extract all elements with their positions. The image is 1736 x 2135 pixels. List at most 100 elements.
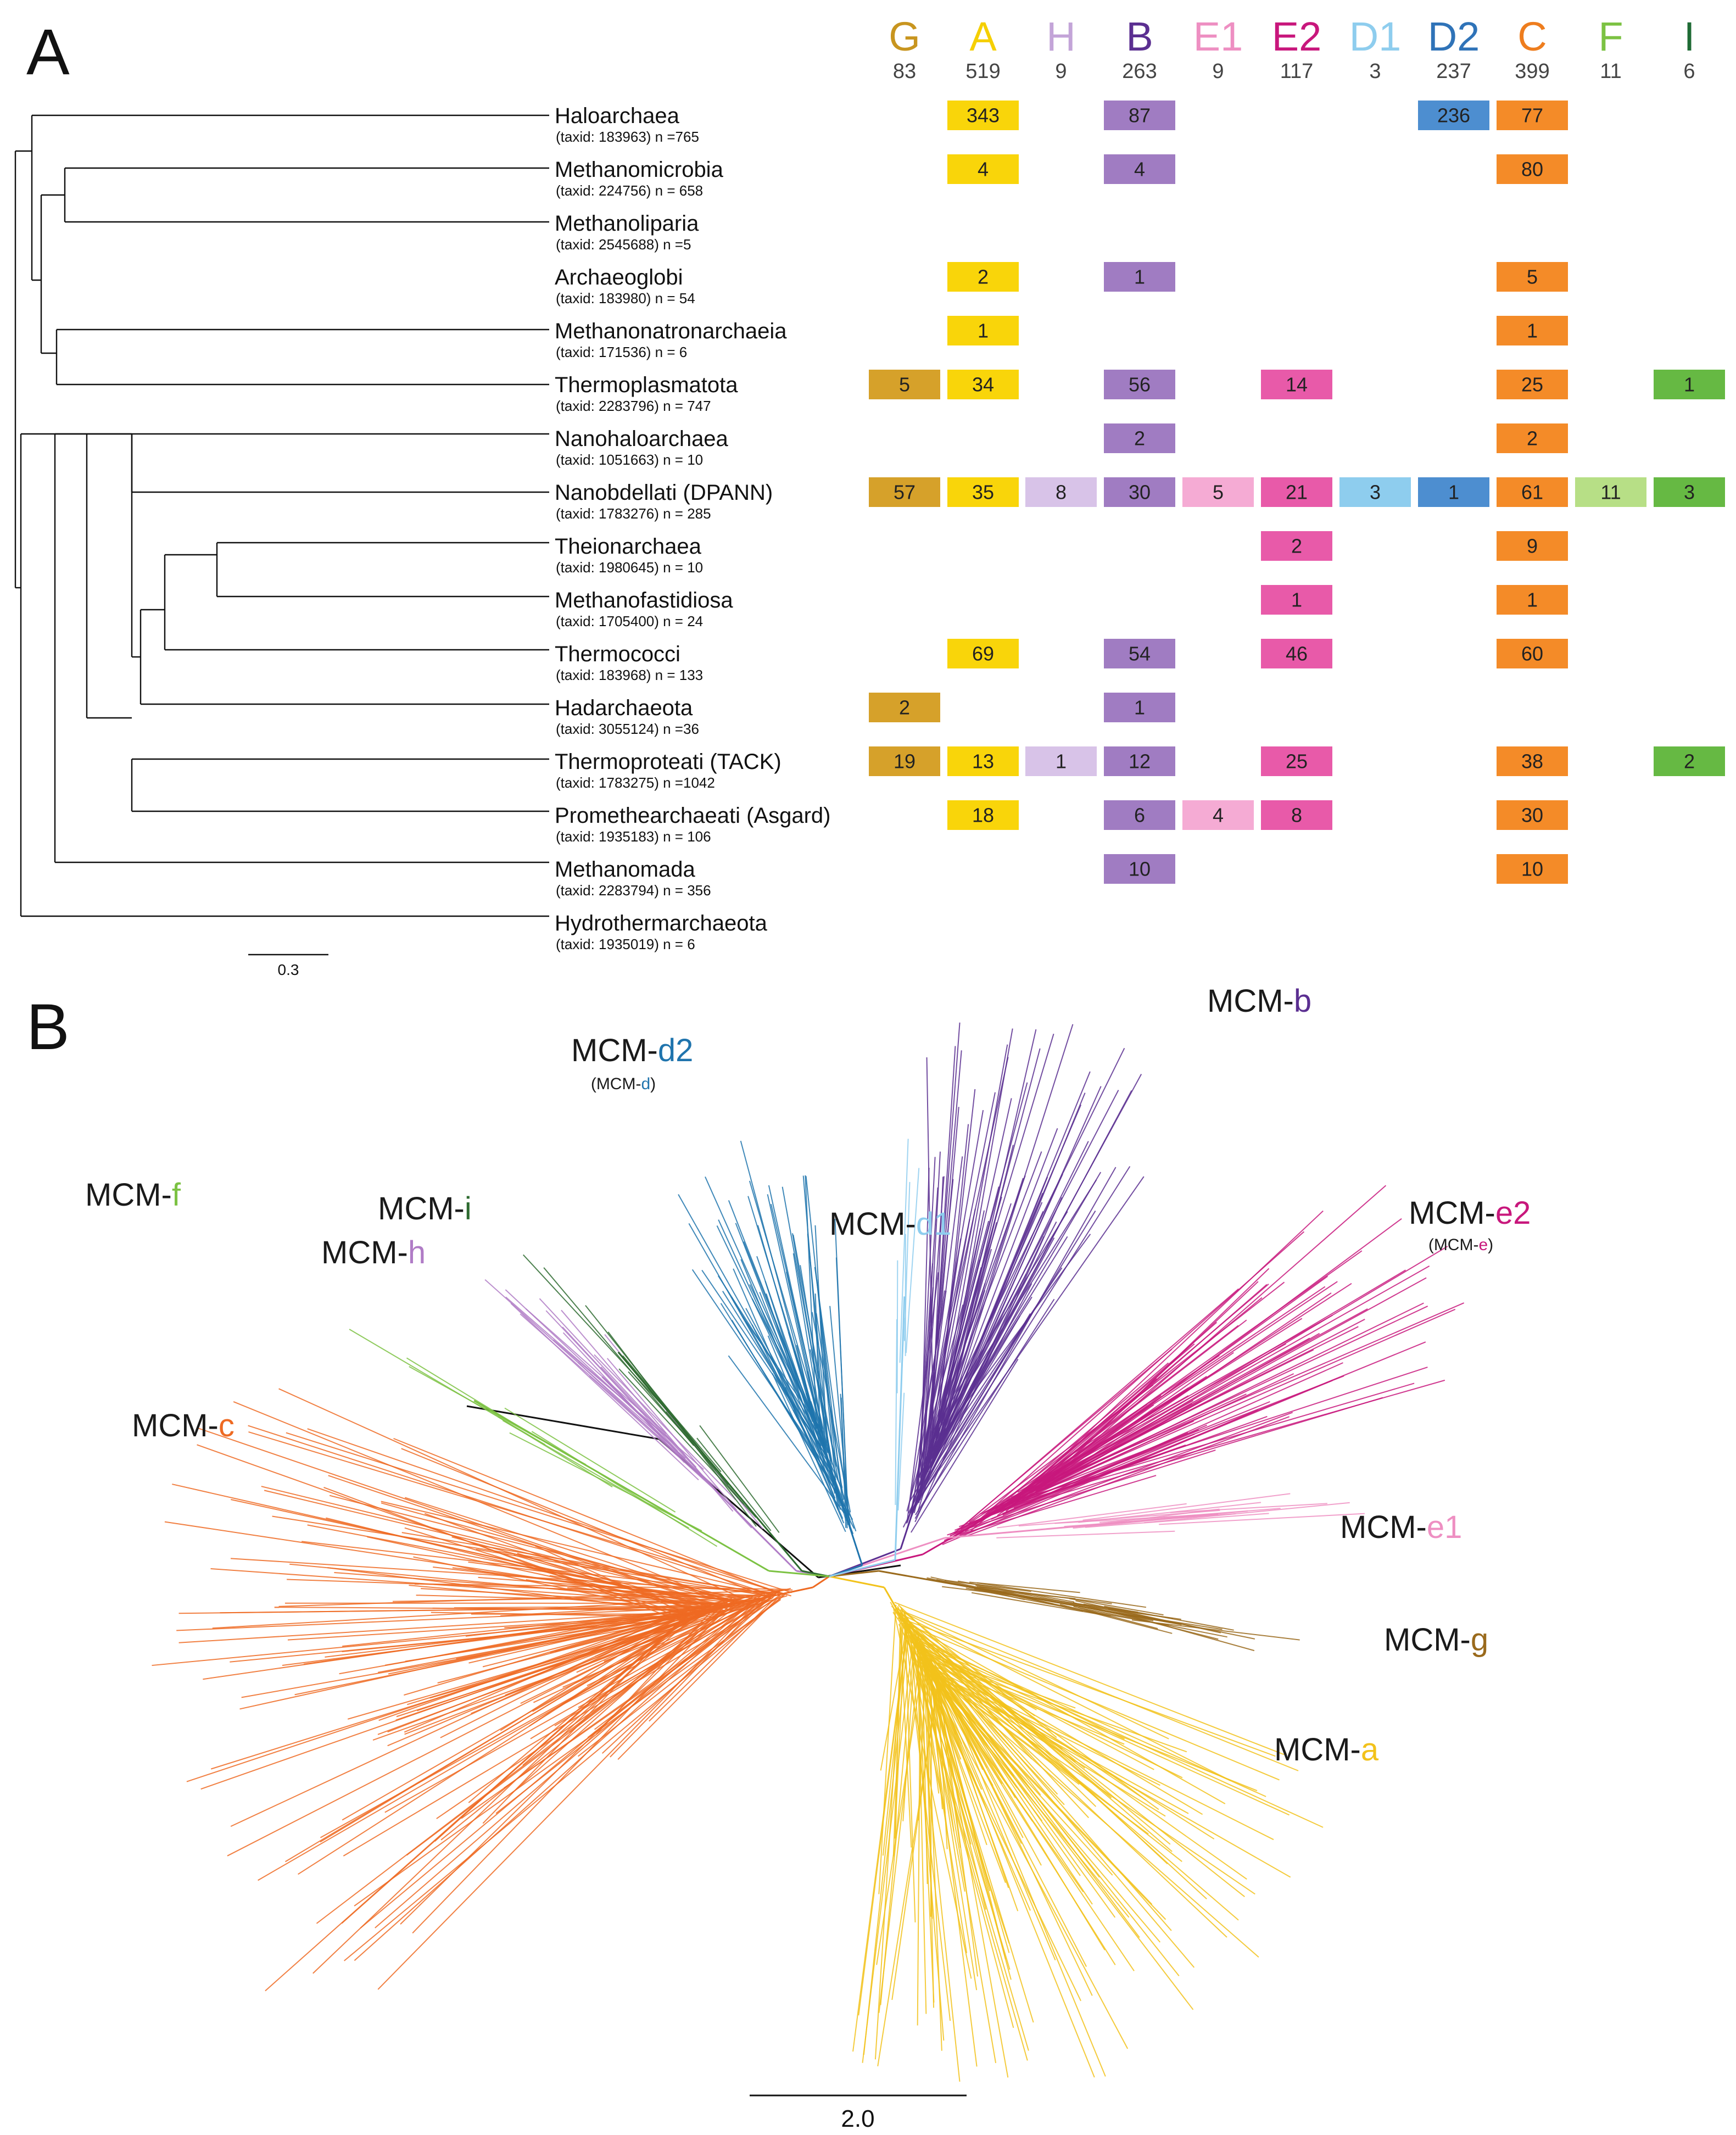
leaf-branch-c [557, 1595, 768, 1708]
count-cell [947, 370, 1019, 399]
leaf-branch-c [504, 1616, 680, 1629]
count-cell [1261, 531, 1332, 561]
leaf-branch-c [230, 1617, 689, 1663]
taxon-name: Thermoplasmatota [555, 373, 738, 397]
leaf-branch-b [914, 1197, 1063, 1523]
taxon-taxid: (taxid: 1783276) n = 285 [556, 505, 711, 522]
leaf-branch-a [925, 1658, 1258, 1792]
leaf-branch-d2 [835, 1257, 848, 1501]
leaf-branch-g [969, 1581, 1080, 1593]
taxon-taxid: (taxid: 224756) n = 658 [556, 182, 703, 199]
leaf-branch-d1 [898, 1318, 905, 1436]
leaf-branch-c [210, 1568, 723, 1606]
leaf-branch-a [922, 1643, 928, 1885]
clade-label-mcm-g: MCM-g [1384, 1622, 1488, 1658]
leaf-branch-a [936, 1667, 948, 1849]
leaf-branch-c [554, 1598, 769, 1726]
leaf-branch-a [924, 1658, 1194, 2010]
leaf-branch-g [957, 1580, 1075, 1603]
count-cell [1104, 746, 1175, 776]
leaf-branch-i [522, 1254, 685, 1430]
leaf-branch-c [610, 1596, 767, 1758]
leaf-branch-c [233, 1401, 725, 1603]
leaf-branch-e2 [979, 1429, 1199, 1515]
count-cell [1497, 854, 1568, 884]
taxon-name: Thermoproteati (TACK) [555, 750, 782, 774]
leaf-branch-b [931, 1211, 1068, 1434]
leaf-branch-e2 [988, 1401, 1270, 1516]
clade-label-mcm-e1: MCM-e1 [1340, 1509, 1462, 1545]
leaf-branch-d2 [778, 1371, 841, 1498]
count-cell-value: 21 [1286, 481, 1308, 504]
count-cell [1497, 423, 1568, 453]
leaf-branch-c [178, 1606, 712, 1614]
leaf-branch-c [601, 1597, 772, 1754]
count-cell-value: 9 [1527, 535, 1538, 558]
leaf-branch-g [975, 1585, 1149, 1618]
count-cell-value: 12 [1129, 750, 1151, 773]
taxon-name: Haloarchaea [555, 104, 680, 128]
count-cell-value: 35 [972, 481, 994, 504]
leaf-branch-a [926, 1664, 1274, 1841]
count-cell-value: 1 [1684, 374, 1695, 396]
leaf-branch-h [525, 1308, 667, 1434]
leaf-branch-g [1001, 1591, 1083, 1612]
taxon-taxid: (taxid: 1935019) n = 6 [556, 936, 695, 952]
leaf-branch-e1 [1082, 1493, 1291, 1521]
count-cell [869, 746, 940, 776]
group-count-d2: 237 [1436, 60, 1471, 83]
leaf-branch-a [900, 1615, 1017, 1700]
count-cell-value: 10 [1129, 858, 1151, 880]
leaf-branch-c [286, 1432, 792, 1593]
leaf-branch-a [916, 1650, 1215, 1839]
leaf-branch-g [945, 1580, 1031, 1592]
leaf-branch-e1 [997, 1503, 1187, 1529]
leaf-branch-c [344, 1595, 784, 1961]
leaf-branch-c [248, 1425, 772, 1596]
leaf-branch-a [915, 1643, 1227, 1938]
count-cell-value: 30 [1129, 481, 1151, 504]
leaf-branch-a [894, 1602, 1285, 1755]
leaf-branch-d2 [767, 1335, 836, 1499]
leaf-branch-d2 [751, 1324, 825, 1470]
leaf-branch-c [320, 1613, 700, 1843]
group-label-a: A [969, 14, 997, 59]
group-count-e2: 117 [1280, 60, 1314, 83]
leaf-branch-g [1069, 1598, 1164, 1616]
leaf-branch-a [902, 1620, 1159, 1810]
count-cell-value: 8 [1056, 481, 1067, 504]
leaf-branch-a [862, 1645, 913, 2063]
leaf-branch-a [934, 1666, 1093, 1996]
panel-a-letter: A [26, 16, 70, 88]
leaf-branch-c [381, 1501, 771, 1595]
leaf-branch-h [545, 1310, 642, 1413]
leaf-branch-d2 [791, 1233, 839, 1509]
leaf-branch-c [604, 1593, 775, 1662]
leaf-branch-a [902, 1632, 917, 1821]
taxon-name: Nanobdellati (DPANN) [555, 481, 773, 505]
count-cell [1261, 477, 1332, 507]
leaf-branch-f [531, 1431, 718, 1547]
leaf-branch-e1 [1073, 1510, 1248, 1529]
leaf-branch-c [531, 1612, 710, 1634]
leaf-branch-a [900, 1612, 1168, 1865]
leaf-branch-a [931, 1671, 1189, 1814]
leaf-branch-b [911, 1358, 1019, 1533]
leaf-branch-a [863, 1628, 910, 2055]
leaf-branch-c [404, 1590, 782, 1735]
group-label-d2: D2 [1428, 14, 1480, 59]
leaf-branch-d2 [767, 1194, 829, 1467]
leaf-branch-i [665, 1411, 745, 1505]
leaf-branch-c [360, 1597, 756, 1929]
leaf-branch-c [377, 1601, 759, 1990]
leaf-branch-c [406, 1602, 743, 1856]
taxon-name: Promethearchaeati (Asgard) [555, 804, 830, 828]
leaf-branch-e2 [959, 1475, 1157, 1535]
count-cell-value: 87 [1129, 104, 1151, 127]
count-cell [1497, 639, 1568, 668]
leaf-branch-f [504, 1407, 676, 1513]
leaf-branch-c [431, 1612, 678, 1618]
leaf-branch-e2 [1017, 1420, 1194, 1502]
